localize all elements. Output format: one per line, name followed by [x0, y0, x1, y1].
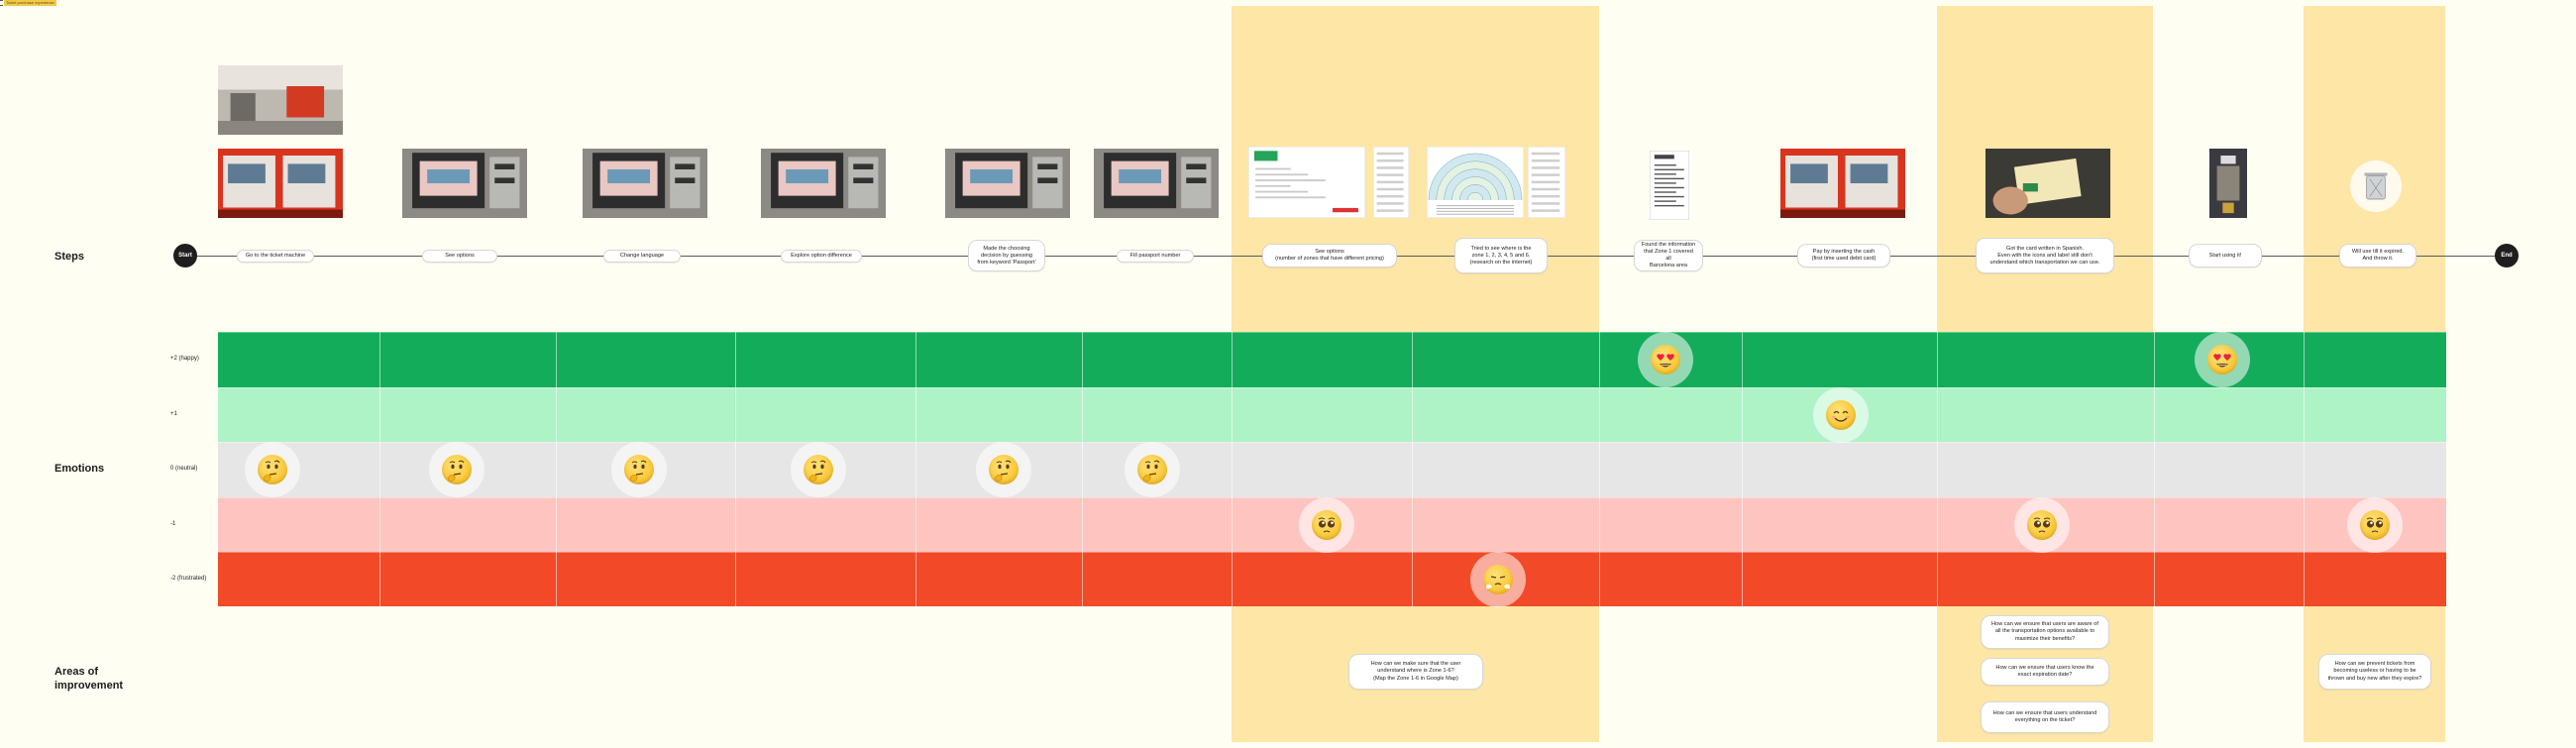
emotion-marker-step-6	[1125, 442, 1180, 497]
step-card-2[interactable]: See options	[422, 249, 497, 263]
emotion-level-label: 0 (neutral)	[170, 466, 198, 472]
section-title-emotions: Emotions	[54, 463, 105, 475]
step-card-4[interactable]: Explore option difference	[781, 249, 862, 263]
emotion-marker-step-13	[2347, 496, 2403, 553]
ticket-machine-screen-photo	[1094, 149, 1219, 218]
emotion-band-4	[218, 552, 2446, 606]
ticket-machine-photo	[218, 149, 343, 218]
ticket-machine-photo	[1780, 149, 1905, 218]
smiling-face-icon	[1826, 399, 1856, 430]
emotion-column-divider	[1412, 332, 1413, 606]
improvement-note-4[interactable]: How can we ensure that users understand …	[1981, 701, 2109, 733]
ticket-card-in-hand-photo	[1986, 149, 2110, 218]
emotion-column-divider	[2304, 332, 2305, 606]
metro-station-photo	[218, 65, 343, 135]
step-card-3[interactable]: Change language	[603, 249, 681, 263]
ticket-machine-screen-photo	[761, 149, 886, 218]
pleading-face-icon	[1312, 509, 1342, 540]
ticket-machine-screen-photo	[402, 149, 527, 218]
emotion-marker-step-8	[1470, 551, 1526, 607]
steam-face-icon	[1483, 564, 1513, 594]
thinking-face-icon	[804, 455, 833, 484]
heart-eyes-face-icon	[2207, 345, 2237, 374]
step-card-13[interactable]: Will use till it expired. And throw it.	[2339, 244, 2416, 267]
emotion-level-label: -2 (frustrated)	[170, 575, 207, 582]
emotion-marker-step-4	[791, 442, 846, 497]
emotion-column-divider	[915, 332, 916, 606]
pricing-list-screenshot	[1373, 147, 1409, 218]
step-card-12[interactable]: Start using it!	[2189, 244, 2262, 267]
section-title-improvement: Areas of improvement	[54, 666, 124, 692]
frame-label[interactable]: Ticket purchase experience	[4, 0, 56, 6]
emotion-column-divider	[556, 332, 557, 606]
thinking-face-icon	[1137, 455, 1167, 484]
emotion-column-divider	[2154, 332, 2155, 606]
start-node[interactable]: Start	[173, 244, 197, 267]
emotion-column-divider	[1937, 332, 1938, 606]
emotion-marker-step-2	[429, 442, 484, 497]
emotion-marker-step-10	[1813, 386, 1869, 443]
step-card-6[interactable]: Fill passport number	[1117, 249, 1194, 263]
emotion-marker-step-1	[245, 442, 300, 497]
zone-map-screenshot	[1427, 147, 1524, 218]
emotion-level-label: +2 (happy)	[170, 356, 199, 362]
improvement-note-3[interactable]: How can we ensure that users know the ex…	[1981, 658, 2109, 686]
pricing-webpage-screenshot	[1248, 147, 1365, 218]
zone-list-screenshot	[1528, 147, 1565, 218]
step-card-10[interactable]: Pay by inserting the cash (first time us…	[1797, 244, 1890, 267]
improvement-note-1[interactable]: How can we make sure that the user under…	[1348, 654, 1483, 690]
emotion-marker-step-5	[976, 442, 1031, 497]
emotion-marker-step-7	[1299, 496, 1354, 553]
section-title-steps: Steps	[54, 251, 84, 263]
emotion-column-divider	[735, 332, 736, 606]
step-card-7[interactable]: See options (number of zones that have d…	[1262, 244, 1397, 267]
emotion-column-divider	[1599, 332, 1600, 606]
zone-info-document	[1650, 151, 1689, 220]
step-card-9[interactable]: Found the information that Zone 1 covere…	[1634, 240, 1703, 271]
step-card-1[interactable]: Go to the ticket machine	[237, 249, 314, 263]
trash-bin-icon	[2350, 160, 2402, 212]
thinking-face-icon	[442, 455, 472, 484]
emotion-marker-step-3	[611, 442, 667, 497]
improvement-note-5[interactable]: How can we prevent tickets from becoming…	[2318, 654, 2431, 690]
emotion-column-divider	[1742, 332, 1743, 606]
emotion-column-divider	[379, 332, 380, 606]
emotion-marker-step-9	[1638, 332, 1693, 387]
emotion-band-1	[218, 387, 2446, 442]
emotion-level-label: +1	[170, 410, 177, 417]
emotion-level-label: -1	[170, 520, 176, 527]
pleading-face-icon	[2360, 509, 2390, 540]
heart-eyes-face-icon	[1651, 345, 1680, 374]
thinking-face-icon	[258, 455, 287, 484]
thinking-face-icon	[989, 455, 1019, 484]
emotion-band-0	[218, 332, 2446, 387]
emotion-column-divider	[1082, 332, 1083, 606]
step-card-8[interactable]: Tried to see where is the zone 1, 2, 3, …	[1454, 238, 1548, 273]
step-card-5[interactable]: Made the choosing decision by guessing f…	[968, 240, 1045, 271]
emotion-band-2	[218, 442, 2446, 497]
emotion-marker-step-12	[2195, 332, 2250, 387]
metro-gate-photo	[2209, 149, 2247, 218]
emotion-marker-step-11	[2014, 496, 2070, 553]
step-card-11[interactable]: Got the card written in Spanish. Even wi…	[1976, 238, 2114, 273]
improvement-note-2[interactable]: How can we ensure that users are aware o…	[1981, 615, 2109, 649]
pleading-face-icon	[2027, 509, 2057, 540]
end-node[interactable]: End	[2495, 244, 2519, 267]
ticket-machine-screen-photo	[583, 149, 707, 218]
ticket-machine-screen-photo	[945, 149, 1070, 218]
thinking-face-icon	[624, 455, 654, 484]
emotion-column-divider	[1232, 332, 1233, 606]
